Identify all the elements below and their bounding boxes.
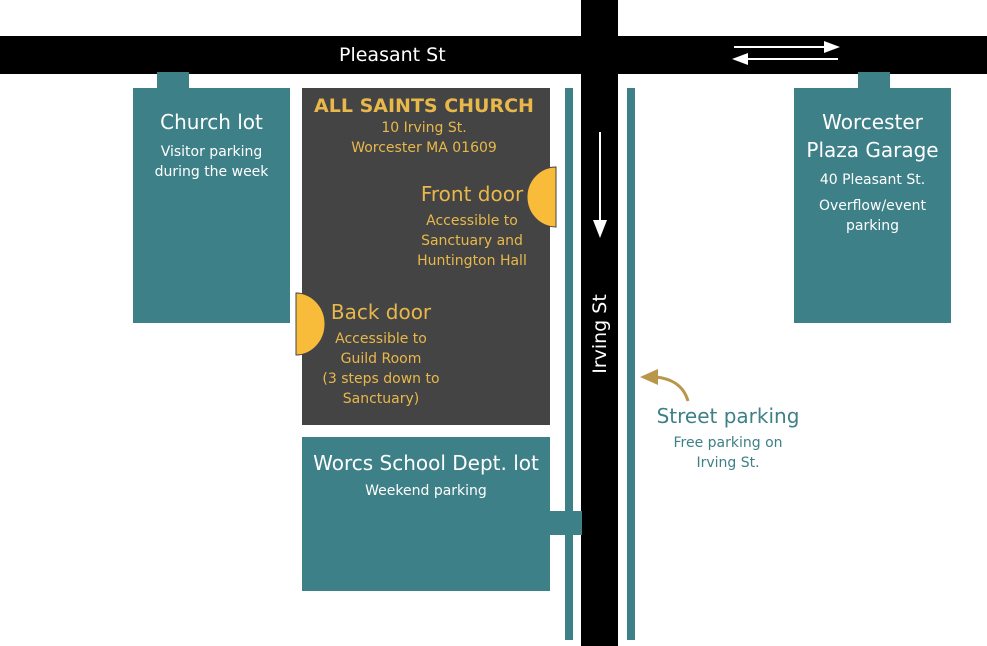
church-lot-desc-2: during the week — [154, 164, 269, 180]
school-lot-title: Worcs School Dept. lot — [313, 451, 539, 475]
back-door-desc-4: Sanctuary) — [342, 391, 420, 407]
back-door-marker-icon[interactable] — [295, 291, 326, 357]
garage-desc-1: Overflow/event — [818, 198, 927, 214]
street-parking-label: Street parking Free parking on Irving St… — [648, 402, 808, 473]
street-parking-desc-1: Free parking on — [673, 435, 783, 451]
front-door-desc-2: Sanctuary and — [421, 233, 523, 249]
school-lot-desc: Weekend parking — [365, 483, 487, 499]
garage-driveway — [858, 72, 890, 90]
church-address-1: 10 Irving St. — [381, 120, 467, 136]
back-door-desc-2: Guild Room — [340, 351, 422, 367]
church-lot-driveway — [157, 72, 189, 90]
back-door-title: Back door — [330, 300, 432, 324]
street-parking-desc-2: Irving St. — [696, 455, 760, 471]
curved-arrow-icon — [640, 369, 690, 402]
street-parking-title: Street parking — [656, 404, 800, 428]
front-door-desc-3: Huntington Hall — [417, 253, 527, 269]
front-door-label: Front door Accessible to Sanctuary and H… — [406, 180, 538, 271]
garage-title-2: Plaza Garage — [806, 138, 939, 162]
church-address-2: Worcester MA 01609 — [351, 140, 497, 156]
two-way-arrow-icon — [732, 41, 840, 65]
front-door-marker-icon[interactable] — [526, 165, 557, 229]
garage-desc-2: parking — [846, 218, 899, 234]
school-lot-driveway — [548, 511, 582, 535]
garage-title-1: Worcester — [822, 110, 923, 134]
pleasant-st-label: Pleasant St — [339, 44, 446, 66]
one-way-down-arrow-icon — [593, 132, 607, 238]
back-door-desc-3: (3 steps down to — [322, 371, 440, 387]
church-lot-desc-1: Visitor parking — [160, 144, 263, 160]
street-parking-strip-west — [565, 88, 573, 640]
church-building[interactable]: ALL SAINTS CHURCH 10 Irving St. Worceste… — [302, 88, 550, 425]
pleasant-st-road — [0, 36, 987, 74]
school-lot[interactable]: Worcs School Dept. lot Weekend parking — [302, 437, 550, 591]
garage-address: 40 Pleasant St. — [819, 172, 926, 188]
street-parking-strip-east — [627, 88, 635, 640]
back-door-desc-1: Accessible to — [335, 331, 427, 347]
church-name: ALL SAINTS CHURCH — [314, 95, 534, 117]
church-lot[interactable]: Church lot Visitor parking during the we… — [133, 88, 290, 323]
back-door-label: Back door Accessible to Guild Room (3 st… — [312, 298, 450, 409]
plaza-garage[interactable]: Worcester Plaza Garage 40 Pleasant St. O… — [794, 88, 951, 323]
irving-st-label: Irving St — [589, 294, 611, 374]
church-lot-title: Church lot — [160, 110, 263, 134]
front-door-desc-1: Accessible to — [426, 213, 518, 229]
front-door-title: Front door — [420, 182, 524, 206]
irving-st-road — [581, 0, 618, 646]
